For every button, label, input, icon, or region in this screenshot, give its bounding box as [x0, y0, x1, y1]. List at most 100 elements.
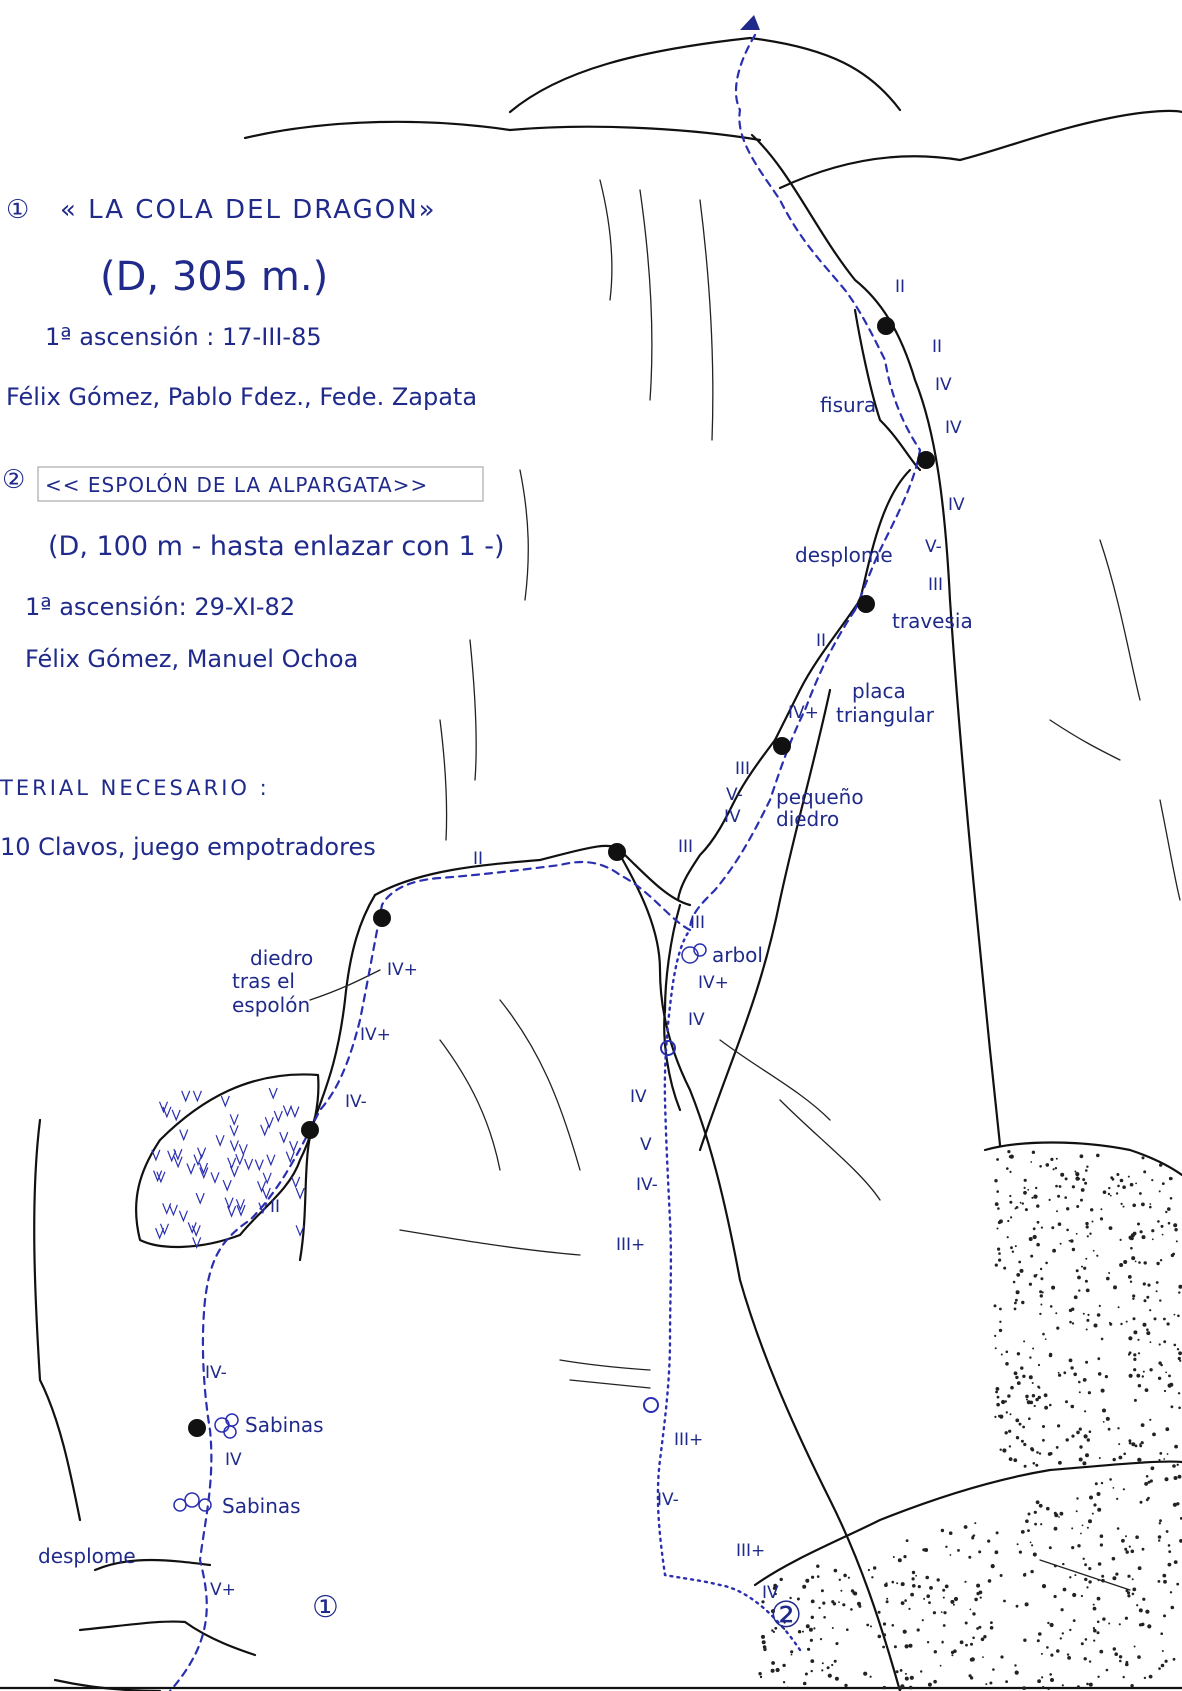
grade-label: III+: [736, 1541, 765, 1561]
label-placa: placa: [852, 679, 906, 703]
scree-dot: [1074, 1295, 1078, 1299]
scree-dot: [1123, 1453, 1126, 1456]
grade-label: III+: [616, 1235, 645, 1255]
scree-dot: [901, 1601, 905, 1605]
scree-dot: [1076, 1497, 1078, 1499]
scree-dot: [1131, 1256, 1135, 1260]
ledge-crack: [560, 1360, 650, 1370]
scree-dot: [763, 1648, 766, 1651]
scree-dot: [1036, 1274, 1038, 1276]
scree-dot: [1049, 1353, 1052, 1356]
belay-point-route-2: [644, 1398, 658, 1412]
scree-dot: [822, 1662, 824, 1664]
scree-dot: [1049, 1199, 1051, 1201]
scree-dot: [909, 1644, 913, 1648]
grade-label: III+: [674, 1430, 703, 1450]
scree-dot: [945, 1546, 947, 1548]
label-desplome-lower: desplome: [38, 1544, 136, 1568]
scree-dot: [1013, 1281, 1016, 1284]
scree-dot: [1144, 1299, 1147, 1302]
vegetation-mark: [267, 1155, 275, 1165]
scree-dot: [1077, 1544, 1080, 1547]
scree-dot: [1022, 1426, 1025, 1429]
vegetation-mark: [156, 1228, 164, 1238]
scree-dot: [904, 1599, 907, 1602]
vegetation-mark: [274, 1111, 282, 1121]
scree-dot: [851, 1589, 854, 1592]
route-1-lower-dashes: [170, 905, 382, 1691]
scree-dot: [1178, 1407, 1181, 1410]
scree-dot: [1135, 1261, 1137, 1263]
scree-dot: [1132, 1578, 1134, 1580]
scree-dot: [1086, 1683, 1089, 1686]
belay-point: [857, 595, 875, 613]
scree-dot: [1009, 1195, 1011, 1197]
scree-dot: [1029, 1356, 1031, 1358]
scree-dot: [1144, 1261, 1147, 1264]
scree-dot: [1022, 1686, 1026, 1690]
scree-dot: [1146, 1328, 1149, 1331]
scree-dot: [1038, 1396, 1041, 1399]
grade-label: IV-: [636, 1175, 658, 1195]
scree-dot: [999, 1219, 1003, 1223]
scree-dot: [1119, 1655, 1122, 1658]
scree-dot: [1003, 1267, 1006, 1270]
scree-dot: [1055, 1167, 1057, 1169]
scree-dot: [1069, 1629, 1071, 1631]
scree-dot: [1048, 1452, 1052, 1456]
scree-dot: [1027, 1529, 1030, 1532]
scree-dot: [1056, 1446, 1059, 1449]
scree-dot: [1177, 1464, 1179, 1466]
scree-dot: [1085, 1638, 1088, 1641]
scree-dot: [1010, 1413, 1012, 1415]
scree-dot: [1001, 1400, 1005, 1404]
scree-dot: [1157, 1220, 1160, 1223]
scree-dot: [1140, 1501, 1143, 1504]
scree-dot: [980, 1597, 982, 1599]
scree-dot: [1088, 1519, 1092, 1523]
scree-dot: [1060, 1512, 1064, 1516]
scree-dot: [903, 1630, 907, 1634]
scree-dot: [1082, 1525, 1084, 1527]
scree-dot: [1015, 1208, 1017, 1210]
scree-dot: [1113, 1458, 1116, 1461]
scree-dot: [820, 1638, 822, 1640]
scree-dot: [782, 1664, 785, 1667]
scree-dot: [1142, 1235, 1146, 1239]
grade-label: V-: [925, 537, 942, 557]
scree-dot: [1137, 1223, 1140, 1226]
scree-dot: [1159, 1452, 1162, 1455]
scree-dot: [843, 1574, 847, 1578]
scree-dot: [969, 1674, 972, 1677]
scree-dot: [1066, 1229, 1069, 1232]
scree-dot: [805, 1579, 809, 1583]
scree-dot: [1109, 1478, 1112, 1481]
main-pillar-ridge: [752, 135, 1000, 1145]
buttress-crack: [440, 1040, 500, 1170]
scree-dot: [1052, 1249, 1056, 1253]
scree-dot: [954, 1597, 958, 1601]
scree-dot: [1120, 1323, 1122, 1325]
scree-dot: [1101, 1579, 1105, 1583]
scree-dot: [1072, 1322, 1074, 1324]
scree-dot: [1017, 1352, 1020, 1355]
scree-dot: [1062, 1632, 1064, 1634]
vegetation-mark: [236, 1154, 244, 1164]
scree-dot: [964, 1525, 968, 1529]
scree-dot: [978, 1626, 981, 1629]
grade-label: II: [816, 631, 826, 651]
scree-dot: [1101, 1482, 1103, 1484]
scree-dot: [1010, 1246, 1013, 1249]
vegetation-mark: [255, 1160, 263, 1170]
scree-dot: [1040, 1268, 1042, 1270]
scree-dot: [912, 1584, 916, 1588]
scree-dot: [1165, 1372, 1167, 1374]
belay-point: [917, 451, 935, 469]
scree-dot: [1129, 1236, 1133, 1240]
scree-dot: [901, 1582, 905, 1586]
scree-dot: [1127, 1575, 1130, 1578]
scree-dot: [844, 1684, 847, 1687]
vegetation-mark: [239, 1144, 247, 1154]
scree-dot: [1072, 1185, 1075, 1188]
scree-dot: [903, 1555, 906, 1558]
